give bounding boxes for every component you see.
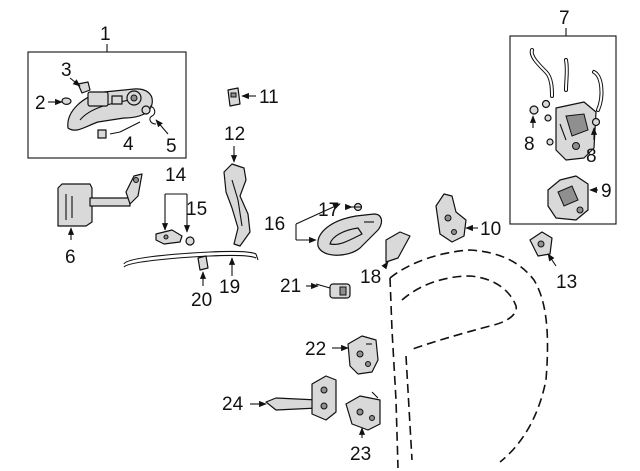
callout-23: 23	[350, 444, 371, 465]
handle-screw-part-2	[61, 97, 72, 105]
upper-hinge-part-22	[347, 335, 379, 375]
callout-24: 24	[222, 394, 244, 415]
leader-18	[381, 261, 389, 270]
callout-16: 16	[264, 214, 285, 235]
leader-16a	[295, 203, 341, 225]
leader-4	[119, 121, 141, 133]
callout-2: 2	[35, 93, 46, 114]
screw-part-17	[352, 202, 363, 212]
callout-5: 5	[166, 136, 177, 157]
callout-8b: 8	[586, 146, 597, 167]
callout-11: 11	[259, 87, 279, 108]
clip-part-11	[227, 87, 241, 107]
leader-3	[69, 77, 81, 87]
callout-22: 22	[305, 339, 326, 360]
inside-handle-part-6	[57, 173, 143, 227]
callout-6: 6	[65, 247, 76, 268]
handle-pad-part-4	[97, 129, 107, 139]
leader-4b	[109, 131, 121, 135]
bracket-part-13	[529, 231, 553, 257]
door-lock-actuator	[555, 101, 597, 161]
handle-clip-part-3	[77, 81, 91, 94]
lock-rods	[529, 48, 604, 112]
callout-9: 9	[601, 181, 612, 202]
callout-7: 7	[559, 8, 570, 29]
callout-1: 1	[100, 24, 111, 45]
switch-part-21	[315, 283, 351, 299]
clip-part-8-left	[529, 99, 554, 146]
lower-hinge-part-23	[345, 391, 381, 431]
handle-spring-part-5	[141, 105, 157, 125]
outside-handle-assembly	[67, 88, 153, 131]
callout-12: 12	[224, 124, 245, 145]
callout-14: 14	[165, 165, 187, 186]
callout-20: 20	[191, 290, 212, 311]
callout-10: 10	[480, 219, 501, 240]
leader-5	[155, 119, 169, 135]
callout-15: 15	[186, 199, 207, 220]
striker-part-10	[435, 193, 467, 243]
callout-13: 13	[556, 272, 577, 293]
callout-3: 3	[61, 60, 72, 81]
callout-19: 19	[219, 277, 240, 298]
rod-clip-part-20	[197, 255, 209, 271]
callout-21: 21	[280, 276, 301, 297]
callout-8a: 8	[524, 134, 535, 155]
rod-clip-part-15	[185, 236, 195, 246]
leader-13	[547, 253, 557, 267]
rod-clip-part-14	[155, 229, 183, 245]
cover-part-18	[385, 231, 411, 263]
callout-18: 18	[360, 267, 381, 288]
latch-part-9	[547, 175, 589, 221]
bracket-part-12	[223, 163, 251, 247]
inside-handle-part-16	[317, 213, 383, 256]
callout-17: 17	[318, 200, 339, 221]
callout-4: 4	[123, 134, 134, 155]
door-check-part-24	[265, 375, 337, 421]
lock-rod-part-19	[123, 250, 259, 268]
group-box-7	[509, 35, 617, 225]
door-outline	[389, 249, 549, 469]
clip-part-8-right	[591, 117, 601, 127]
